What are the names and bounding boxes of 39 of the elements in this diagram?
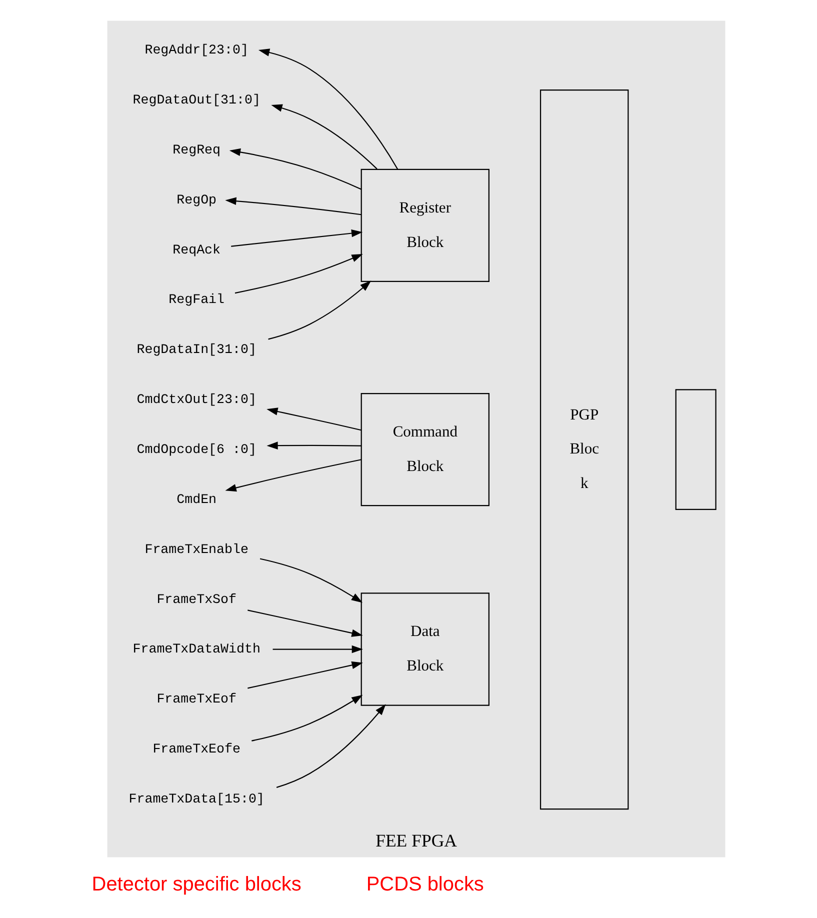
node-box	[675, 389, 716, 510]
arrow	[271, 104, 378, 170]
node-text: CmdEn	[176, 492, 217, 507]
node-text: FrameTxEnable	[144, 542, 248, 557]
arrow	[272, 645, 363, 654]
node-text: FrameTxData[15:0]	[128, 791, 264, 806]
label: PCDS blocks	[366, 873, 484, 896]
arrow	[252, 694, 363, 742]
node-text: RegOp	[176, 192, 217, 208]
node-text: CmdOpcode[6 :0]	[136, 442, 256, 458]
arrow	[260, 558, 363, 603]
label: Detector specific blocks	[92, 873, 302, 896]
arrow	[258, 48, 398, 170]
node-box: PGP Bloc k	[540, 90, 629, 810]
arrow	[268, 280, 372, 340]
arrow	[248, 610, 363, 637]
node-text: RegFail	[168, 292, 225, 308]
node-box: Data Block	[360, 592, 490, 706]
node-text: CmdCtxOut[23:0]	[136, 392, 256, 408]
node-text: RegReq	[172, 142, 221, 158]
node-text: FrameTxEof	[156, 692, 236, 707]
node-box: Register Block	[360, 168, 490, 282]
node-text: RegDataOut[31:0]	[132, 92, 260, 108]
arrow	[248, 661, 363, 689]
node-text: FrameTxSof	[156, 592, 236, 607]
node-text: FrameTxEofe	[152, 742, 240, 757]
node-box: Command Block	[360, 393, 490, 506]
arrow	[231, 229, 363, 247]
arrow	[225, 197, 362, 216]
arrow	[229, 148, 362, 190]
arrow	[225, 459, 362, 492]
arrow	[266, 408, 362, 431]
node-text: RegAddr[23:0]	[144, 42, 248, 58]
node-text: FrameTxDataWidth	[132, 642, 260, 657]
node-text: ReqAck	[172, 242, 221, 258]
arrow	[234, 254, 363, 294]
arrow	[276, 704, 386, 788]
node-text: RegDataIn[31:0]	[136, 342, 256, 358]
arrow	[266, 442, 362, 450]
